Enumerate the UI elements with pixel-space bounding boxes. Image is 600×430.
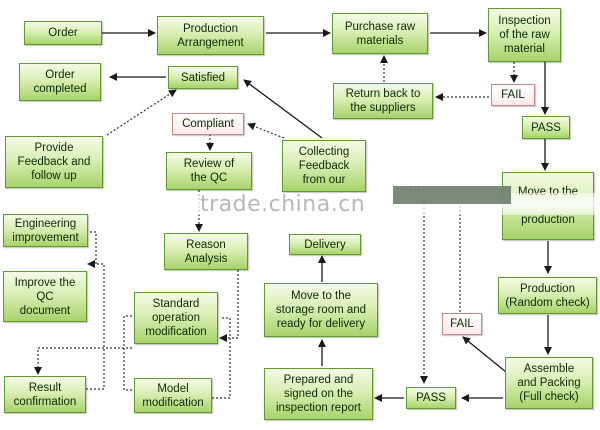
node-review-qc: Review of the QC: [166, 152, 252, 190]
node-provide-feedback: Provide Feedback and follow up: [5, 136, 103, 188]
node-pass-bottom: PASS: [406, 387, 456, 409]
node-result-confirmation: Result confirmation: [4, 376, 86, 413]
node-purchase-raw-materials: Purchase raw materials: [332, 13, 428, 54]
node-satisfied: Satisfied: [168, 66, 238, 89]
node-assemble-packing: Assemble and Packing (Full check): [505, 357, 593, 409]
node-model-modification: Model modification: [134, 378, 212, 413]
node-inspection-raw-material: Inspection of the raw material: [488, 8, 561, 62]
edge-improve-to-engineering: [90, 231, 97, 264]
node-production-random-check: Production (Random check): [498, 277, 597, 314]
node-order-completed: Order completed: [19, 63, 101, 101]
node-production-arrangement: Production Arrangement: [157, 16, 264, 55]
edge-standard-to-result: [34, 347, 132, 375]
dark-overlay-bar: [393, 186, 511, 204]
edge-standard-model-bracket: [123, 315, 132, 391]
node-collecting-feedback: Collecting Feedback from our: [282, 140, 366, 192]
node-order: Order: [24, 21, 102, 45]
node-reason-analysis: Reason Analysis: [164, 233, 248, 270]
node-compliant: Compliant: [172, 113, 244, 135]
edge-result-to-improve: [86, 260, 105, 390]
edge-pass-from-right-loop: [410, 189, 428, 384]
node-standard-operation-modification: Standard operation modification: [134, 292, 218, 344]
edge-collecting-to-satisfied: [243, 79, 323, 139]
node-engineering-improvement: Engineering improvement: [3, 214, 88, 247]
node-fail-bottom: FAIL: [442, 313, 482, 335]
edge-feedback-to-satisfied: [106, 89, 177, 136]
edge-reason-to-standard: [219, 270, 239, 342]
node-prepared-signed: Prepared and signed on the inspection re…: [264, 368, 373, 420]
edge-model-to-reason: [212, 317, 231, 399]
node-return-back-suppliers: Return back to the suppliers: [333, 83, 433, 119]
node-delivery: Delivery: [289, 234, 361, 255]
node-move-storage-room: Move to the storage room and ready for d…: [264, 283, 378, 337]
watermark-text: trade.china.cn: [200, 192, 366, 217]
edge-assemble-to-fail: [462, 336, 507, 373]
edge-collecting-to-compliant: [247, 122, 285, 139]
node-improve-qc-document: Improve the QC document: [3, 271, 87, 322]
node-pass-top: PASS: [522, 116, 570, 139]
node-fail-top: FAIL: [491, 84, 535, 106]
